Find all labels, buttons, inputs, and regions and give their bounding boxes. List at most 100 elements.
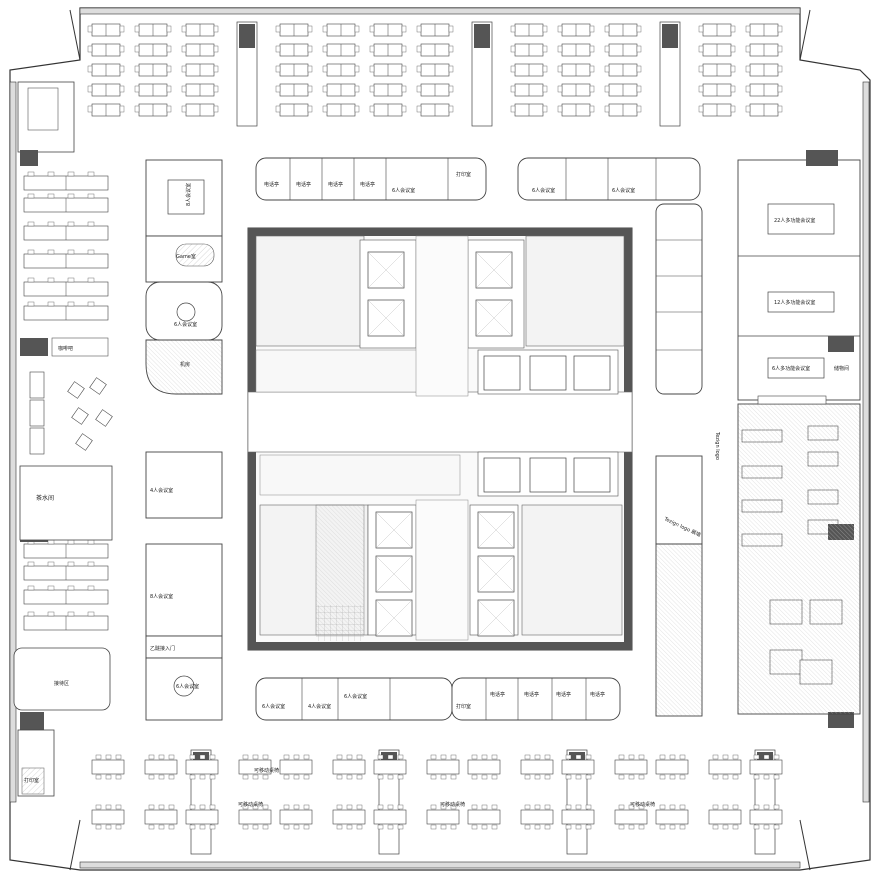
chair <box>293 774 300 780</box>
chair <box>401 45 407 53</box>
chair <box>27 561 35 567</box>
chair <box>303 804 310 810</box>
chair <box>565 824 572 830</box>
chair <box>534 754 541 760</box>
chair <box>47 611 55 617</box>
chair <box>168 774 175 780</box>
chair <box>252 824 259 830</box>
chair <box>669 804 676 810</box>
chair <box>542 105 548 113</box>
chair <box>213 45 219 53</box>
chair <box>209 754 216 760</box>
chair <box>557 25 563 33</box>
chair <box>732 804 739 810</box>
chair <box>95 804 102 810</box>
chair <box>589 45 595 53</box>
chair <box>777 85 783 93</box>
desk <box>426 809 460 825</box>
elevator-cross <box>475 251 513 289</box>
chair <box>722 804 729 810</box>
chair <box>510 105 516 113</box>
chair <box>67 585 75 591</box>
elevator-cross <box>375 599 413 637</box>
chair <box>213 25 219 33</box>
elevator-cross <box>477 599 515 637</box>
chair <box>659 824 666 830</box>
desk <box>655 809 689 825</box>
phone-label-5: 电话亭 <box>490 691 505 698</box>
chair <box>105 824 112 830</box>
chair <box>119 105 125 113</box>
chair <box>430 774 437 780</box>
chair <box>209 824 216 830</box>
chair <box>189 754 196 760</box>
phone-label-4: 电话亭 <box>360 181 375 188</box>
chair <box>669 824 676 830</box>
chair <box>753 804 760 810</box>
chair <box>199 774 206 780</box>
chair <box>356 804 363 810</box>
cafe-table <box>95 409 113 427</box>
chair <box>322 65 328 73</box>
chair <box>698 25 704 33</box>
chair <box>589 105 595 113</box>
chair <box>638 824 645 830</box>
chair <box>773 804 780 810</box>
freight-elevator <box>529 355 567 391</box>
chair <box>732 774 739 780</box>
chair <box>542 25 548 33</box>
chair <box>166 45 172 53</box>
chair <box>618 754 625 760</box>
chair <box>369 65 375 73</box>
chair <box>712 824 719 830</box>
meeting-label-bot-2: 4人会议室 <box>308 703 331 710</box>
chair <box>585 824 592 830</box>
chair <box>416 85 422 93</box>
chair <box>303 824 310 830</box>
chair <box>67 539 75 545</box>
chair <box>524 774 531 780</box>
chair <box>148 824 155 830</box>
chair <box>27 277 35 283</box>
chair <box>401 105 407 113</box>
chair <box>262 824 269 830</box>
lounge-table <box>29 371 45 399</box>
chair <box>636 45 642 53</box>
chair <box>777 45 783 53</box>
phone-label-2: 电话亭 <box>296 181 311 188</box>
chair <box>95 754 102 760</box>
chair <box>47 277 55 283</box>
chair <box>604 65 610 73</box>
chair <box>115 754 122 760</box>
chair <box>636 85 642 93</box>
chair <box>199 804 206 810</box>
cabinet-fill <box>239 24 255 48</box>
phone-label-3: 电话亭 <box>328 181 343 188</box>
chair <box>209 804 216 810</box>
elevator-cross <box>367 251 405 289</box>
chair <box>356 754 363 760</box>
chair <box>27 171 35 177</box>
chair <box>450 804 457 810</box>
chair <box>67 171 75 177</box>
chair <box>565 754 572 760</box>
chair <box>397 754 404 760</box>
chair <box>67 249 75 255</box>
chair <box>181 25 187 33</box>
chair <box>542 85 548 93</box>
chair <box>618 824 625 830</box>
chair <box>773 824 780 830</box>
chair <box>354 45 360 53</box>
chair <box>275 65 281 73</box>
desk <box>614 759 648 775</box>
chair <box>387 754 394 760</box>
chair <box>659 774 666 780</box>
chair <box>430 804 437 810</box>
chair <box>346 824 353 830</box>
desk <box>520 759 554 775</box>
brand-wall-label: Tezign logo <box>714 431 720 460</box>
desk <box>332 759 366 775</box>
chair <box>181 85 187 93</box>
chair <box>293 804 300 810</box>
chair <box>440 754 447 760</box>
